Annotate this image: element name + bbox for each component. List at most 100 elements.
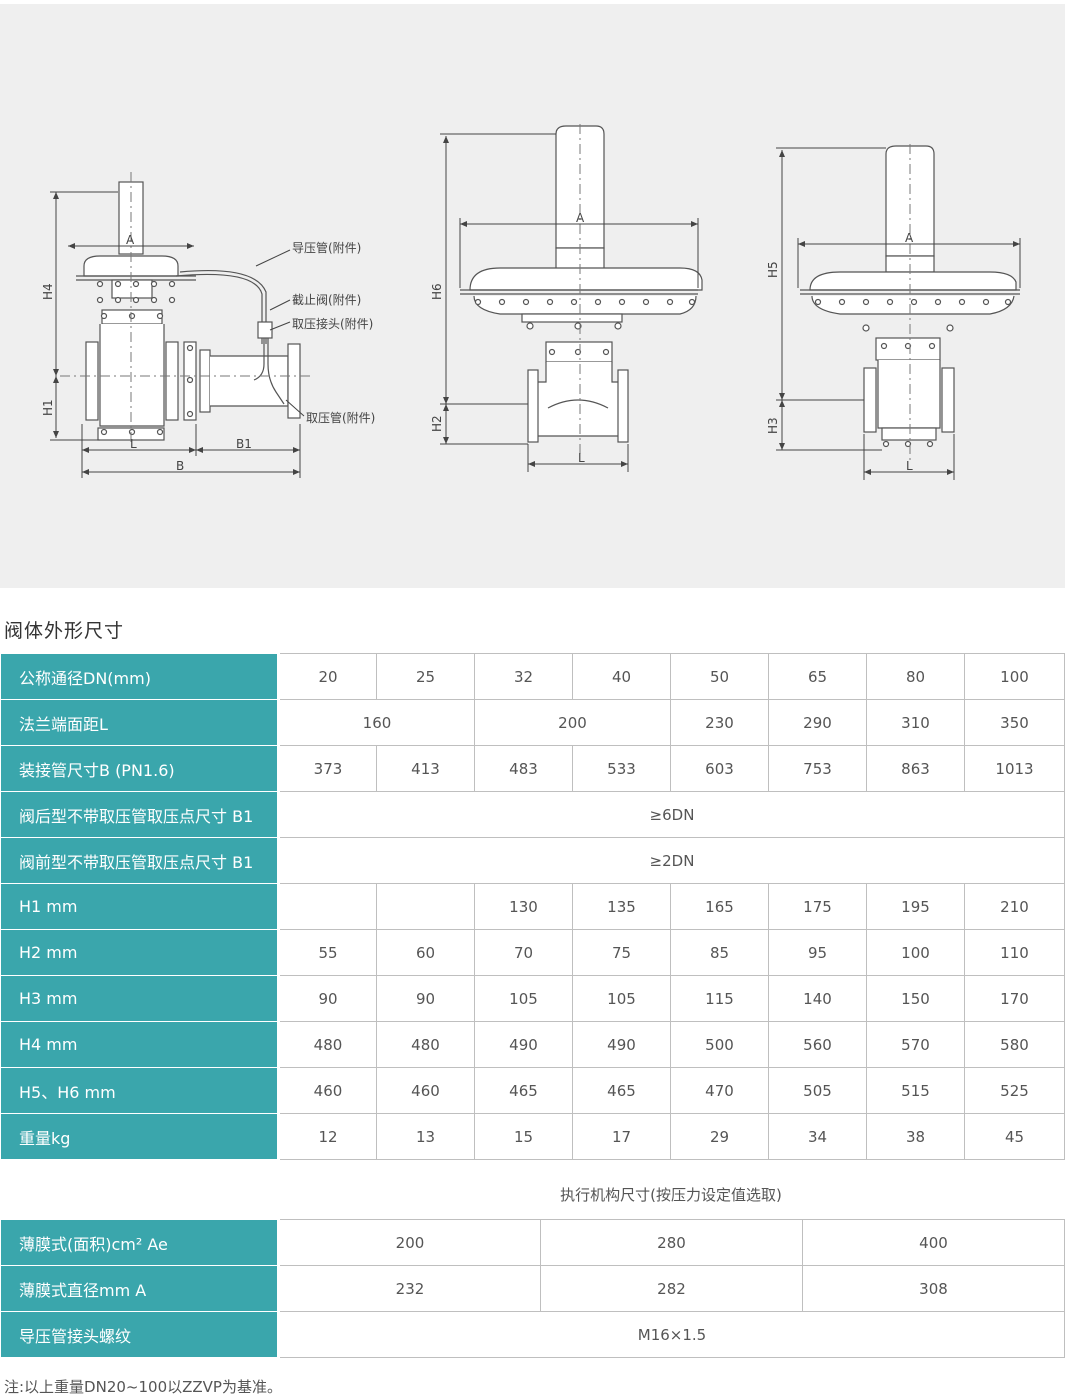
table-cell: 34 xyxy=(768,1113,867,1160)
row-header: H5、H6 mm xyxy=(0,1067,280,1114)
table-cell: 490 xyxy=(572,1021,671,1068)
table-cell: 863 xyxy=(866,745,965,792)
table-cell: 160 xyxy=(278,699,475,746)
table-cell: 65 xyxy=(768,653,867,700)
callout-pressure-pipe: 取压管(附件) xyxy=(306,410,375,425)
table-cell: 525 xyxy=(964,1067,1065,1114)
table-cell: 570 xyxy=(866,1021,965,1068)
table-cell: 12 xyxy=(278,1113,377,1160)
table-cell: 310 xyxy=(866,699,965,746)
row-header: 法兰端面距L xyxy=(0,699,280,746)
table-cell: 533 xyxy=(572,745,671,792)
table-cell: 460 xyxy=(278,1067,377,1114)
table-cell: 480 xyxy=(376,1021,475,1068)
drawing-right-bolts xyxy=(814,298,1012,448)
dim-label-l-right: L xyxy=(906,459,913,473)
table-cell: 603 xyxy=(670,745,769,792)
table-cell: 110 xyxy=(964,929,1065,976)
row-header: 阀前型不带取压管取压点尺寸 B1 xyxy=(0,837,280,884)
table-cell: 480 xyxy=(278,1021,377,1068)
dim-label-b1: B1 xyxy=(236,437,252,451)
table-cell: 460 xyxy=(376,1067,475,1114)
table-cell: 170 xyxy=(964,975,1065,1022)
table-cell: 50 xyxy=(670,653,769,700)
table-cell: 32 xyxy=(474,653,573,700)
table-cell: 200 xyxy=(278,1219,541,1266)
table-cell: 465 xyxy=(572,1067,671,1114)
valve-drawing-middle xyxy=(460,125,703,443)
callout-pressure-connector: 取压接头(附件) xyxy=(292,316,373,331)
dim-label-b: B xyxy=(176,459,184,473)
dimension-lines xyxy=(50,133,1021,480)
table-cell: 90 xyxy=(278,975,377,1022)
dim-label-l-middle: L xyxy=(578,451,585,465)
table-cell: 17 xyxy=(572,1113,671,1160)
dim-label-h3: H3 xyxy=(766,417,780,434)
table-cell: 90 xyxy=(376,975,475,1022)
row-header: 重量kg xyxy=(0,1113,280,1160)
table-cell: 20 xyxy=(278,653,377,700)
dimension-labels: A H4 H1 L B1 B A H6 H2 L A H5 H3 L 导压管(附… xyxy=(41,211,914,473)
row-header: H2 mm xyxy=(0,929,280,976)
table-cell: 29 xyxy=(670,1113,769,1160)
table-cell: 400 xyxy=(802,1219,1065,1266)
table-cell: 75 xyxy=(572,929,671,976)
table-cell: 490 xyxy=(474,1021,573,1068)
table-cell: 515 xyxy=(866,1067,965,1114)
valve-drawing-left xyxy=(76,181,301,441)
table-cell: 465 xyxy=(474,1067,573,1114)
table-cell: 210 xyxy=(964,883,1065,930)
table-cell: 373 xyxy=(278,745,377,792)
table-cell: 308 xyxy=(802,1265,1065,1312)
table-cell: 85 xyxy=(670,929,769,976)
dim-label-a-middle: A xyxy=(576,211,585,225)
table-cell: 483 xyxy=(474,745,573,792)
table-cell: 40 xyxy=(572,653,671,700)
row-header: H3 mm xyxy=(0,975,280,1022)
table-cell: 135 xyxy=(572,883,671,930)
section-title: 阀体外形尺寸 xyxy=(4,620,125,642)
table-cell: 38 xyxy=(866,1113,965,1160)
table-cell: 105 xyxy=(572,975,671,1022)
table-cell: 150 xyxy=(866,975,965,1022)
row-header: 装接管尺寸B (PN1.6) xyxy=(0,745,280,792)
row-header: 薄膜式(面积)cm² Ae xyxy=(0,1219,280,1266)
dim-label-h5: H5 xyxy=(766,261,780,278)
dim-label-l-left: L xyxy=(130,437,137,451)
row-header: 导压管接头螺纹 xyxy=(0,1311,280,1358)
table-cell: 105 xyxy=(474,975,573,1022)
table-cell: 195 xyxy=(866,883,965,930)
table-cell: 95 xyxy=(768,929,867,976)
dim-label-a-right: A xyxy=(905,231,914,245)
table-cell: 13 xyxy=(376,1113,475,1160)
table-row: 阀前型不带取压管取压点尺寸 B1≥2DN xyxy=(0,837,1065,884)
table-cell: 1013 xyxy=(964,745,1065,792)
table-cell: 70 xyxy=(474,929,573,976)
table-cell: 115 xyxy=(670,975,769,1022)
table-cell: 580 xyxy=(964,1021,1065,1068)
footnote: 注:以上重量DN20~100以ZZVP为基准。 xyxy=(4,1378,282,1396)
table-cell xyxy=(278,883,377,930)
callout-stop-valve: 截止阀(附件) xyxy=(292,293,361,307)
table-cell: 232 xyxy=(278,1265,541,1312)
table-cell: 200 xyxy=(474,699,671,746)
table-cell: 290 xyxy=(768,699,867,746)
table-cell: 100 xyxy=(964,653,1065,700)
dim-label-h6: H6 xyxy=(430,283,444,300)
table-cell: 45 xyxy=(964,1113,1065,1160)
table-cell: 60 xyxy=(376,929,475,976)
row-header: 阀后型不带取压管取压点尺寸 B1 xyxy=(0,791,280,838)
table-cell: 175 xyxy=(768,883,867,930)
dim-label-h1: H1 xyxy=(41,399,55,416)
